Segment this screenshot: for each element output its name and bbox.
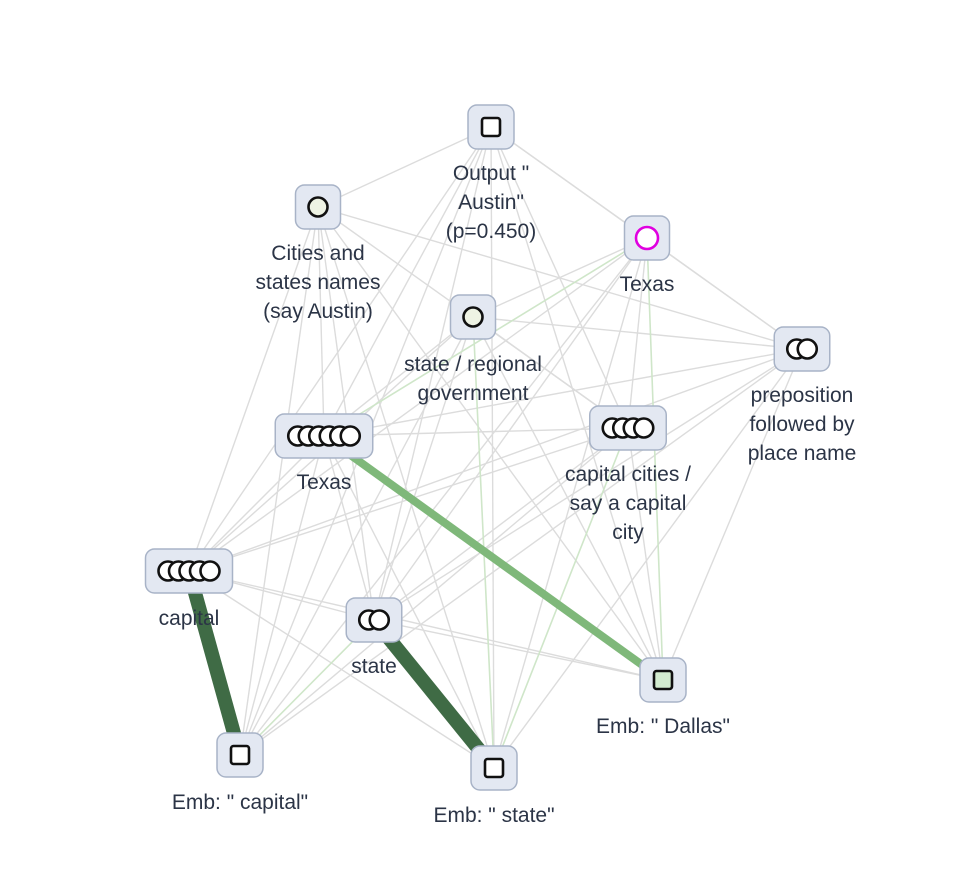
node-capital-cities[interactable]: capital cities / say a capital city xyxy=(565,405,691,544)
node-capital[interactable]: capital xyxy=(144,548,234,630)
edge-state-regional-to-preposition xyxy=(472,316,803,350)
node-label: state / regional xyxy=(404,353,542,376)
edge-emb-state-to-state xyxy=(368,615,500,773)
node-preposition-place-name[interactable]: preposition followed by place name xyxy=(748,326,857,465)
circle-icon xyxy=(796,338,819,360)
edge-emb-capital-to-state xyxy=(239,619,375,756)
node-label: government xyxy=(418,382,529,405)
edge-texas-mid-to-emb-state xyxy=(323,435,495,769)
edge-cities-states-to-texas-mid xyxy=(317,206,325,437)
edge-cities-states-to-emb-dallas xyxy=(317,206,664,681)
node-label: place name xyxy=(748,442,857,465)
edge-texas-top-to-state-regional xyxy=(472,237,648,318)
edge-output-austin-to-state xyxy=(373,126,492,621)
node-label: Texas xyxy=(297,471,352,494)
edge-preposition-to-emb-dallas xyxy=(662,348,803,681)
circle-icon xyxy=(368,609,391,631)
edge-cities-states-to-capital xyxy=(188,206,319,572)
edge-state-regional-to-emb-capital xyxy=(239,316,474,756)
circle-icon xyxy=(339,425,362,447)
node-label: Emb: " Dallas" xyxy=(596,715,730,738)
edge-output-austin-to-emb-dallas xyxy=(490,126,664,681)
edge-texas-top-to-state xyxy=(373,237,648,621)
circle-icon xyxy=(199,560,221,582)
circle-icon xyxy=(632,417,655,439)
node-label: Cities and xyxy=(271,242,364,265)
node-texas-mid[interactable]: Texas xyxy=(274,413,374,494)
node-label: state xyxy=(351,655,397,678)
node-label: Emb: " capital" xyxy=(172,791,308,814)
nodes-layer: Output "Austin"(p=0.450)Cities andstates… xyxy=(144,104,857,827)
edge-state-to-emb-dallas xyxy=(373,619,664,681)
node-output-austin[interactable]: Output " Austin" (p=0.450) xyxy=(446,104,536,243)
edge-emb-state-to-state-regional xyxy=(472,316,495,769)
edge-capital-cities-to-state xyxy=(373,427,629,621)
circle-icon xyxy=(462,306,484,328)
node-label: (say Austin) xyxy=(263,300,373,323)
edge-preposition-to-texas-mid xyxy=(323,348,803,437)
edge-emb-dallas-to-texas-top xyxy=(646,237,664,681)
node-label: followed by xyxy=(749,413,855,436)
edge-capital-cities-to-emb-dallas xyxy=(627,427,664,681)
node-cities-and-states[interactable]: Cities and states names (say Austin) xyxy=(256,184,381,323)
edge-emb-dallas-to-texas-mid xyxy=(321,432,666,684)
edge-capital-to-emb-state xyxy=(188,570,495,769)
edge-preposition-to-emb-capital xyxy=(239,348,803,756)
node-label: Texas xyxy=(620,273,675,296)
node-label: (p=0.450) xyxy=(446,220,536,243)
node-label: say a capital xyxy=(570,492,687,515)
node-label: capital xyxy=(159,607,220,630)
edge-state-regional-to-emb-dallas xyxy=(472,316,664,681)
node-label: Emb: " state" xyxy=(433,804,554,827)
node-emb-state[interactable]: Emb: " state" xyxy=(433,745,555,827)
edge-capital-cities-to-emb-capital xyxy=(239,427,629,756)
edge-texas-top-to-emb-capital xyxy=(239,237,648,756)
node-state-regional-government[interactable]: state / regional government xyxy=(404,294,542,405)
edge-state-regional-to-state xyxy=(373,316,474,621)
node-label: Output " xyxy=(453,162,529,185)
node-label: Austin" xyxy=(458,191,524,214)
square-icon xyxy=(483,757,505,779)
node-label: preposition xyxy=(751,384,854,407)
circle-icon xyxy=(307,196,329,218)
edge-texas-top-to-capital xyxy=(188,237,648,572)
circle-icon xyxy=(634,225,660,251)
node-label: capital cities / xyxy=(565,463,691,486)
square-icon xyxy=(652,669,674,691)
node-state[interactable]: state xyxy=(345,597,403,678)
edge-texas-mid-to-state xyxy=(323,435,375,621)
edge-output-austin-to-cities-states xyxy=(317,126,492,208)
edge-output-austin-to-texas-mid xyxy=(323,126,492,437)
edge-emb-dallas-to-capital xyxy=(188,570,664,681)
edge-preposition-to-emb-state xyxy=(493,348,803,769)
edge-output-austin-to-capital xyxy=(188,126,492,572)
square-icon xyxy=(229,744,251,766)
node-label: states names xyxy=(256,271,381,294)
edge-emb-state-to-capital-cities xyxy=(493,427,629,769)
edge-emb-capital-to-capital xyxy=(182,569,247,757)
edge-preposition-to-state xyxy=(373,348,803,621)
node-label: city xyxy=(612,521,644,544)
edge-texas-mid-to-capital-cities xyxy=(323,427,629,437)
edge-cities-states-to-emb-state xyxy=(317,206,495,769)
edge-output-austin-to-emb-state xyxy=(490,126,495,769)
square-icon xyxy=(480,116,502,138)
node-emb-capital[interactable]: Emb: " capital" xyxy=(172,732,308,814)
edge-preposition-to-capital xyxy=(188,348,803,572)
node-emb-dallas[interactable]: Emb: " Dallas" xyxy=(596,657,730,738)
node-texas-top[interactable]: Texas xyxy=(620,215,675,296)
